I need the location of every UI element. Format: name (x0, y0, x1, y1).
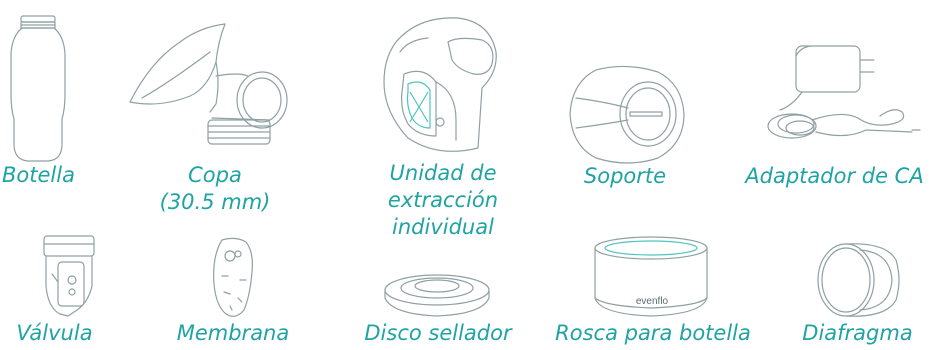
part-label-botella: Botella (2, 163, 75, 187)
part-label-diafragma: Diafragma (802, 321, 913, 345)
part-label-membrana: Membrana (176, 321, 290, 345)
part-label-adaptador: Adaptador de CA (745, 164, 924, 188)
stand-icon (569, 65, 685, 164)
part-label-disco: Disco sellador (364, 321, 512, 345)
part-label-soporte: Soporte (583, 164, 667, 188)
valve-icon (43, 235, 95, 317)
bottle-ring-icon (594, 236, 708, 317)
sealing-disc-icon (384, 274, 490, 317)
part-label-unidad: Unidad de extracción individual (387, 161, 499, 239)
part-label-valvula: Válvula (16, 321, 93, 345)
membrane-icon (213, 237, 253, 317)
pump-unit-icon (383, 17, 497, 152)
part-label-rosca: Rosca para botella (555, 321, 751, 345)
bottle-icon (10, 15, 66, 162)
breast-shield-icon (129, 23, 288, 145)
evenflo-logo: evenflo (635, 296, 669, 307)
ac-adapter-icon (767, 45, 921, 139)
part-label-copa: Copa (30.5 mm) (159, 163, 271, 214)
diaphragm-icon (817, 243, 900, 317)
